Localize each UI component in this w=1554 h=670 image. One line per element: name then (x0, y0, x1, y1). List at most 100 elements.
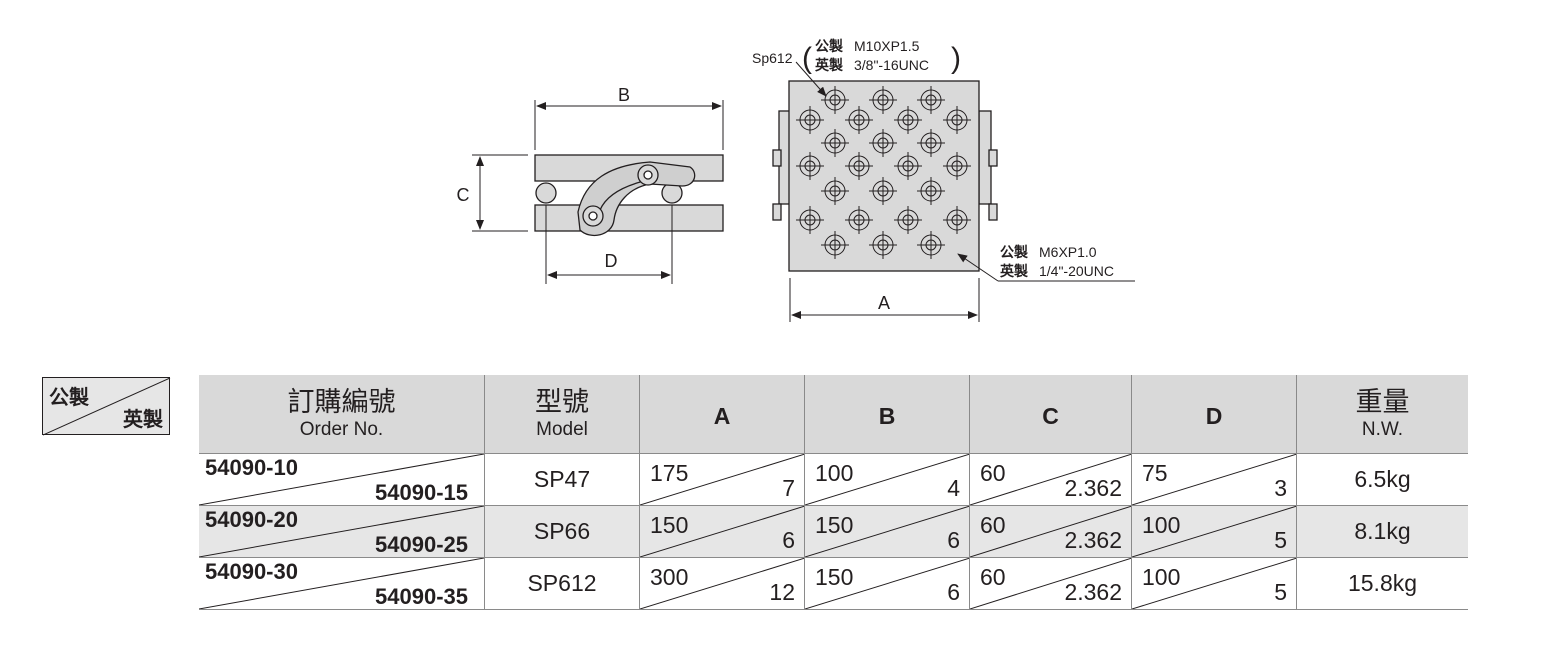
header-weight-zh: 重量 (1355, 387, 1410, 418)
d-cell: 100 5 (1131, 506, 1297, 557)
mounting-hole (845, 206, 873, 234)
weight-cell: 8.1kg (1296, 506, 1468, 557)
table-row: 54090-30 54090-35 SP612 300 12 150 6 60 … (199, 558, 1468, 609)
mounting-hole (917, 86, 945, 114)
a-imperial: 6 (782, 527, 795, 553)
mounting-hole (796, 206, 824, 234)
b-metric: 100 (815, 460, 854, 486)
callout-side-leader (957, 253, 1135, 282)
header-order-en: Order No. (299, 419, 384, 440)
callout-top-metric-label: 公製 (815, 38, 843, 55)
d-metric: 75 (1142, 460, 1168, 486)
callout-top-paren-close: ) (951, 42, 961, 75)
header-d-label: D (1205, 403, 1223, 429)
technical-drawing: B C D A Sp612 ( ) 公製 M10XP1.5 英製 3/8"-16… (457, 38, 1135, 322)
order-no-metric: 54090-20 (205, 507, 298, 532)
mounting-hole (869, 86, 897, 114)
d-metric: 100 (1142, 512, 1181, 538)
header-weight: 重量 N.W. (1296, 375, 1468, 453)
mounting-hole (894, 106, 922, 134)
header-model-zh: 型號 (535, 387, 589, 418)
order-no-imperial: 54090-15 (375, 480, 468, 505)
a-imperial: 12 (769, 579, 795, 605)
mounting-hole (869, 129, 897, 157)
b-cell: 150 6 (804, 558, 970, 609)
mounting-hole (894, 152, 922, 180)
callout-top-metric-value: M10XP1.5 (854, 38, 920, 54)
a-cell: 300 12 (639, 558, 805, 609)
header-model: 型號 Model (484, 375, 639, 453)
header-b-label: B (878, 403, 896, 429)
d-imperial: 5 (1274, 527, 1287, 553)
dim-b-label: B (618, 85, 630, 105)
a-imperial: 7 (782, 475, 795, 501)
a-metric: 150 (650, 512, 689, 538)
unit-legend: 公製 英製 (42, 377, 171, 436)
order-no-cell: 54090-30 54090-35 (199, 558, 484, 609)
c-imperial: 2.362 (1064, 527, 1122, 553)
c-cell: 60 2.362 (969, 506, 1132, 557)
callout-top-ref: Sp612 (752, 50, 793, 66)
mounting-hole (869, 231, 897, 259)
dim-a-label: A (878, 293, 890, 313)
weight-cell: 15.8kg (1296, 558, 1468, 609)
row-divider (199, 453, 1468, 454)
c-imperial: 2.362 (1064, 579, 1122, 605)
side-view (534, 154, 724, 237)
header-model-en: Model (536, 419, 588, 440)
table-row: 54090-20 54090-25 SP66 150 6 150 6 60 2.… (199, 506, 1468, 557)
d-imperial: 3 (1274, 475, 1287, 501)
order-no-metric: 54090-10 (205, 455, 298, 480)
mounting-hole (821, 129, 849, 157)
header-c-label: C (1042, 403, 1059, 429)
dim-c-label: C (457, 185, 470, 205)
b-cell: 100 4 (804, 454, 970, 505)
a-metric: 300 (650, 564, 689, 590)
d-cell: 75 3 (1131, 454, 1297, 505)
d-cell: 100 5 (1131, 558, 1297, 609)
callout-side-imperial-value: 1/4"-20UNC (1039, 263, 1114, 279)
table-row: 54090-10 54090-15 SP47 175 7 100 4 60 2.… (199, 454, 1468, 505)
c-cell: 60 2.362 (969, 454, 1132, 505)
mounting-hole (917, 231, 945, 259)
order-no-imperial: 54090-35 (375, 584, 468, 609)
mounting-hole (796, 152, 824, 180)
dimension-b (534, 100, 724, 150)
order-no-imperial: 54090-25 (375, 532, 468, 557)
hole-grid (796, 86, 971, 259)
legend-diagonal (43, 378, 171, 436)
header-d: D (1131, 375, 1296, 453)
row-divider (199, 609, 1468, 610)
a-cell: 175 7 (639, 454, 805, 505)
c-imperial: 2.362 (1064, 475, 1122, 501)
callout-top-imperial-label: 英製 (814, 57, 843, 74)
header-c: C (969, 375, 1131, 453)
model-cell: SP612 (484, 558, 639, 609)
c-metric: 60 (980, 564, 1006, 590)
order-no-metric: 54090-30 (205, 559, 298, 584)
mounting-hole (869, 177, 897, 205)
row-divider (199, 557, 1468, 558)
model-cell: SP47 (484, 454, 639, 505)
callout-top-imperial-value: 3/8"-16UNC (854, 57, 929, 73)
d-metric: 100 (1142, 564, 1181, 590)
b-metric: 150 (815, 564, 854, 590)
weight-value: 15.8kg (1347, 570, 1418, 596)
mounting-hole (821, 86, 849, 114)
mounting-hole (943, 106, 971, 134)
c-metric: 60 (980, 460, 1006, 486)
weight-value: 8.1kg (1354, 518, 1411, 544)
c-metric: 60 (980, 512, 1006, 538)
model-value: SP66 (533, 518, 591, 544)
dimension-d (545, 205, 673, 284)
mounting-hole (845, 106, 873, 134)
mounting-hole (943, 206, 971, 234)
row-divider (199, 505, 1468, 506)
legend-imperial: 英製 (123, 407, 163, 431)
model-value: SP47 (533, 466, 591, 492)
d-imperial: 5 (1274, 579, 1287, 605)
b-imperial: 4 (947, 475, 960, 501)
order-no-cell: 54090-10 54090-15 (199, 454, 484, 505)
weight-cell: 6.5kg (1296, 454, 1468, 505)
header-order-no: 訂購編號 Order No. (199, 375, 484, 453)
